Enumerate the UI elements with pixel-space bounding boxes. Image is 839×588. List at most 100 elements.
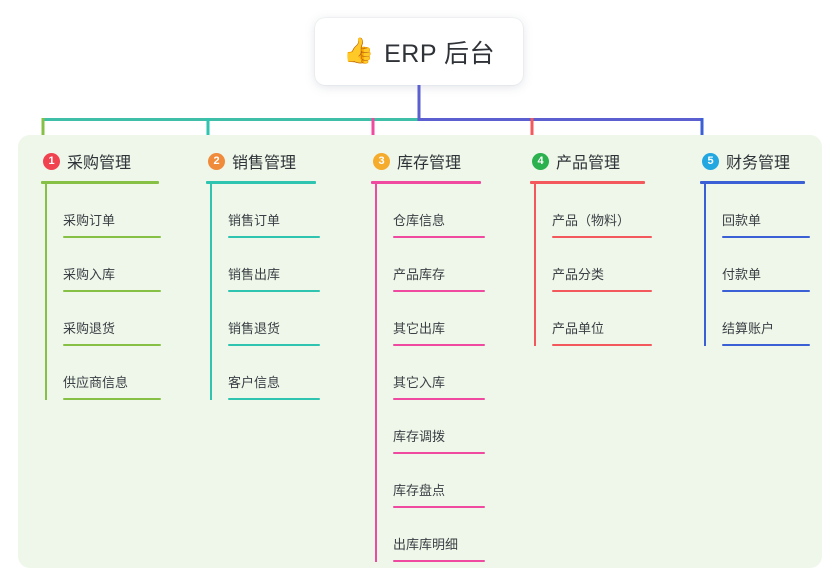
column-badge-icon: 4 — [532, 152, 549, 170]
column-items: 销售订单销售出库销售退货客户信息 — [206, 184, 320, 400]
column-header-rule — [530, 181, 645, 184]
column-header-rule — [371, 181, 481, 184]
column-title: 产品管理 — [556, 155, 621, 172]
module-item[interactable]: 销售退货 — [228, 292, 320, 346]
thumbs-up-icon: 👍 — [342, 37, 375, 65]
module-item-label: 采购订单 — [63, 213, 116, 228]
module-item-rule — [228, 290, 320, 292]
column-header-rule — [206, 181, 316, 184]
module-item[interactable]: 库存调拨 — [393, 400, 485, 454]
module-item-label: 产品分类 — [552, 267, 605, 282]
column-badge-icon: 5 — [702, 152, 719, 170]
column-items: 采购订单采购入库采购退货供应商信息 — [41, 184, 161, 400]
module-item-rule — [63, 344, 161, 346]
column-stem — [210, 184, 212, 400]
module-item[interactable]: 付款单 — [722, 238, 810, 292]
module-item-label: 其它入库 — [393, 375, 446, 390]
module-item[interactable]: 采购订单 — [63, 184, 161, 238]
module-item-label: 采购入库 — [63, 267, 116, 282]
modules-panel — [18, 135, 822, 568]
root-node-label: ERP 后台 — [384, 39, 496, 68]
module-item[interactable]: 客户信息 — [228, 346, 320, 400]
module-item[interactable]: 供应商信息 — [63, 346, 161, 400]
module-item-label: 销售订单 — [228, 213, 281, 228]
module-item-rule — [393, 506, 485, 508]
module-item[interactable]: 仓库信息 — [393, 184, 485, 238]
column-title: 采购管理 — [67, 155, 132, 172]
module-item-label: 产品（物料） — [552, 213, 631, 228]
column-stem — [704, 184, 706, 346]
module-item-label: 结算账户 — [722, 321, 775, 336]
module-item-label: 库存盘点 — [393, 483, 446, 498]
column-采购管理: 1 采购管理采购订单采购入库采购退货供应商信息 — [41, 147, 161, 400]
module-item-rule — [393, 452, 485, 454]
module-item[interactable]: 采购入库 — [63, 238, 161, 292]
module-item-rule — [552, 236, 652, 238]
module-item-rule — [393, 560, 485, 562]
module-item[interactable]: 回款单 — [722, 184, 810, 238]
column-header-rule — [41, 181, 159, 184]
module-item[interactable]: 销售订单 — [228, 184, 320, 238]
column-title: 库存管理 — [397, 155, 462, 172]
module-item-rule — [393, 236, 485, 238]
module-item-rule — [63, 236, 161, 238]
module-item-label: 产品单位 — [552, 321, 605, 336]
module-item-label: 库存调拨 — [393, 429, 446, 444]
column-stem — [534, 184, 536, 346]
module-item[interactable]: 产品单位 — [552, 292, 652, 346]
root-node-content: 👍 ERP 后台 — [343, 34, 495, 70]
module-item-rule — [228, 236, 320, 238]
connector-trunk — [417, 85, 421, 121]
module-item-label: 其它出库 — [393, 321, 446, 336]
module-item-label: 出库库明细 — [393, 537, 459, 552]
module-item-label: 仓库信息 — [393, 213, 446, 228]
module-item-rule — [393, 290, 485, 292]
module-item-rule — [722, 344, 810, 346]
module-item-label: 客户信息 — [228, 375, 281, 390]
module-item[interactable]: 产品库存 — [393, 238, 485, 292]
module-item-rule — [722, 290, 810, 292]
module-item[interactable]: 销售出库 — [228, 238, 320, 292]
module-item-rule — [228, 344, 320, 346]
column-header-5[interactable]: 5 财务管理 — [700, 147, 805, 175]
module-item-rule — [63, 398, 161, 400]
column-财务管理: 5 财务管理回款单付款单结算账户 — [700, 147, 810, 346]
module-item-rule — [552, 344, 652, 346]
module-item[interactable]: 采购退货 — [63, 292, 161, 346]
module-item-label: 采购退货 — [63, 321, 116, 336]
module-item[interactable]: 产品分类 — [552, 238, 652, 292]
connector-bar-right — [417, 118, 704, 121]
column-产品管理: 4 产品管理产品（物料） 产品分类产品单位 — [530, 147, 652, 346]
module-item-label: 销售退货 — [228, 321, 281, 336]
column-items: 仓库信息产品库存其它出库其它入库库存调拨库存盘点出库库明细 — [371, 184, 485, 562]
column-title: 财务管理 — [726, 155, 791, 172]
module-item[interactable]: 产品（物料） — [552, 184, 652, 238]
root-node-erp-backend[interactable]: 👍 ERP 后台 — [315, 18, 523, 85]
column-items: 产品（物料） 产品分类产品单位 — [530, 184, 652, 346]
column-header-4[interactable]: 4 产品管理 — [530, 147, 645, 175]
module-item-label: 回款单 — [722, 213, 762, 228]
module-item-label: 销售出库 — [228, 267, 281, 282]
module-item[interactable]: 其它入库 — [393, 346, 485, 400]
connector-bar-left — [43, 118, 419, 121]
module-item[interactable]: 出库库明细 — [393, 508, 485, 562]
column-stem — [375, 184, 377, 562]
module-item-rule — [63, 290, 161, 292]
column-header-rule — [700, 181, 805, 184]
module-item-rule — [552, 290, 652, 292]
module-item[interactable]: 其它出库 — [393, 292, 485, 346]
module-item-rule — [393, 344, 485, 346]
column-badge-icon: 1 — [43, 152, 60, 170]
module-item-rule — [722, 236, 810, 238]
module-item-label: 产品库存 — [393, 267, 446, 282]
module-item[interactable]: 结算账户 — [722, 292, 810, 346]
module-item[interactable]: 库存盘点 — [393, 454, 485, 508]
module-item-label: 付款单 — [722, 267, 762, 282]
column-header-1[interactable]: 1 采购管理 — [41, 147, 159, 175]
module-item-label: 供应商信息 — [63, 375, 129, 390]
column-title: 销售管理 — [232, 155, 297, 172]
